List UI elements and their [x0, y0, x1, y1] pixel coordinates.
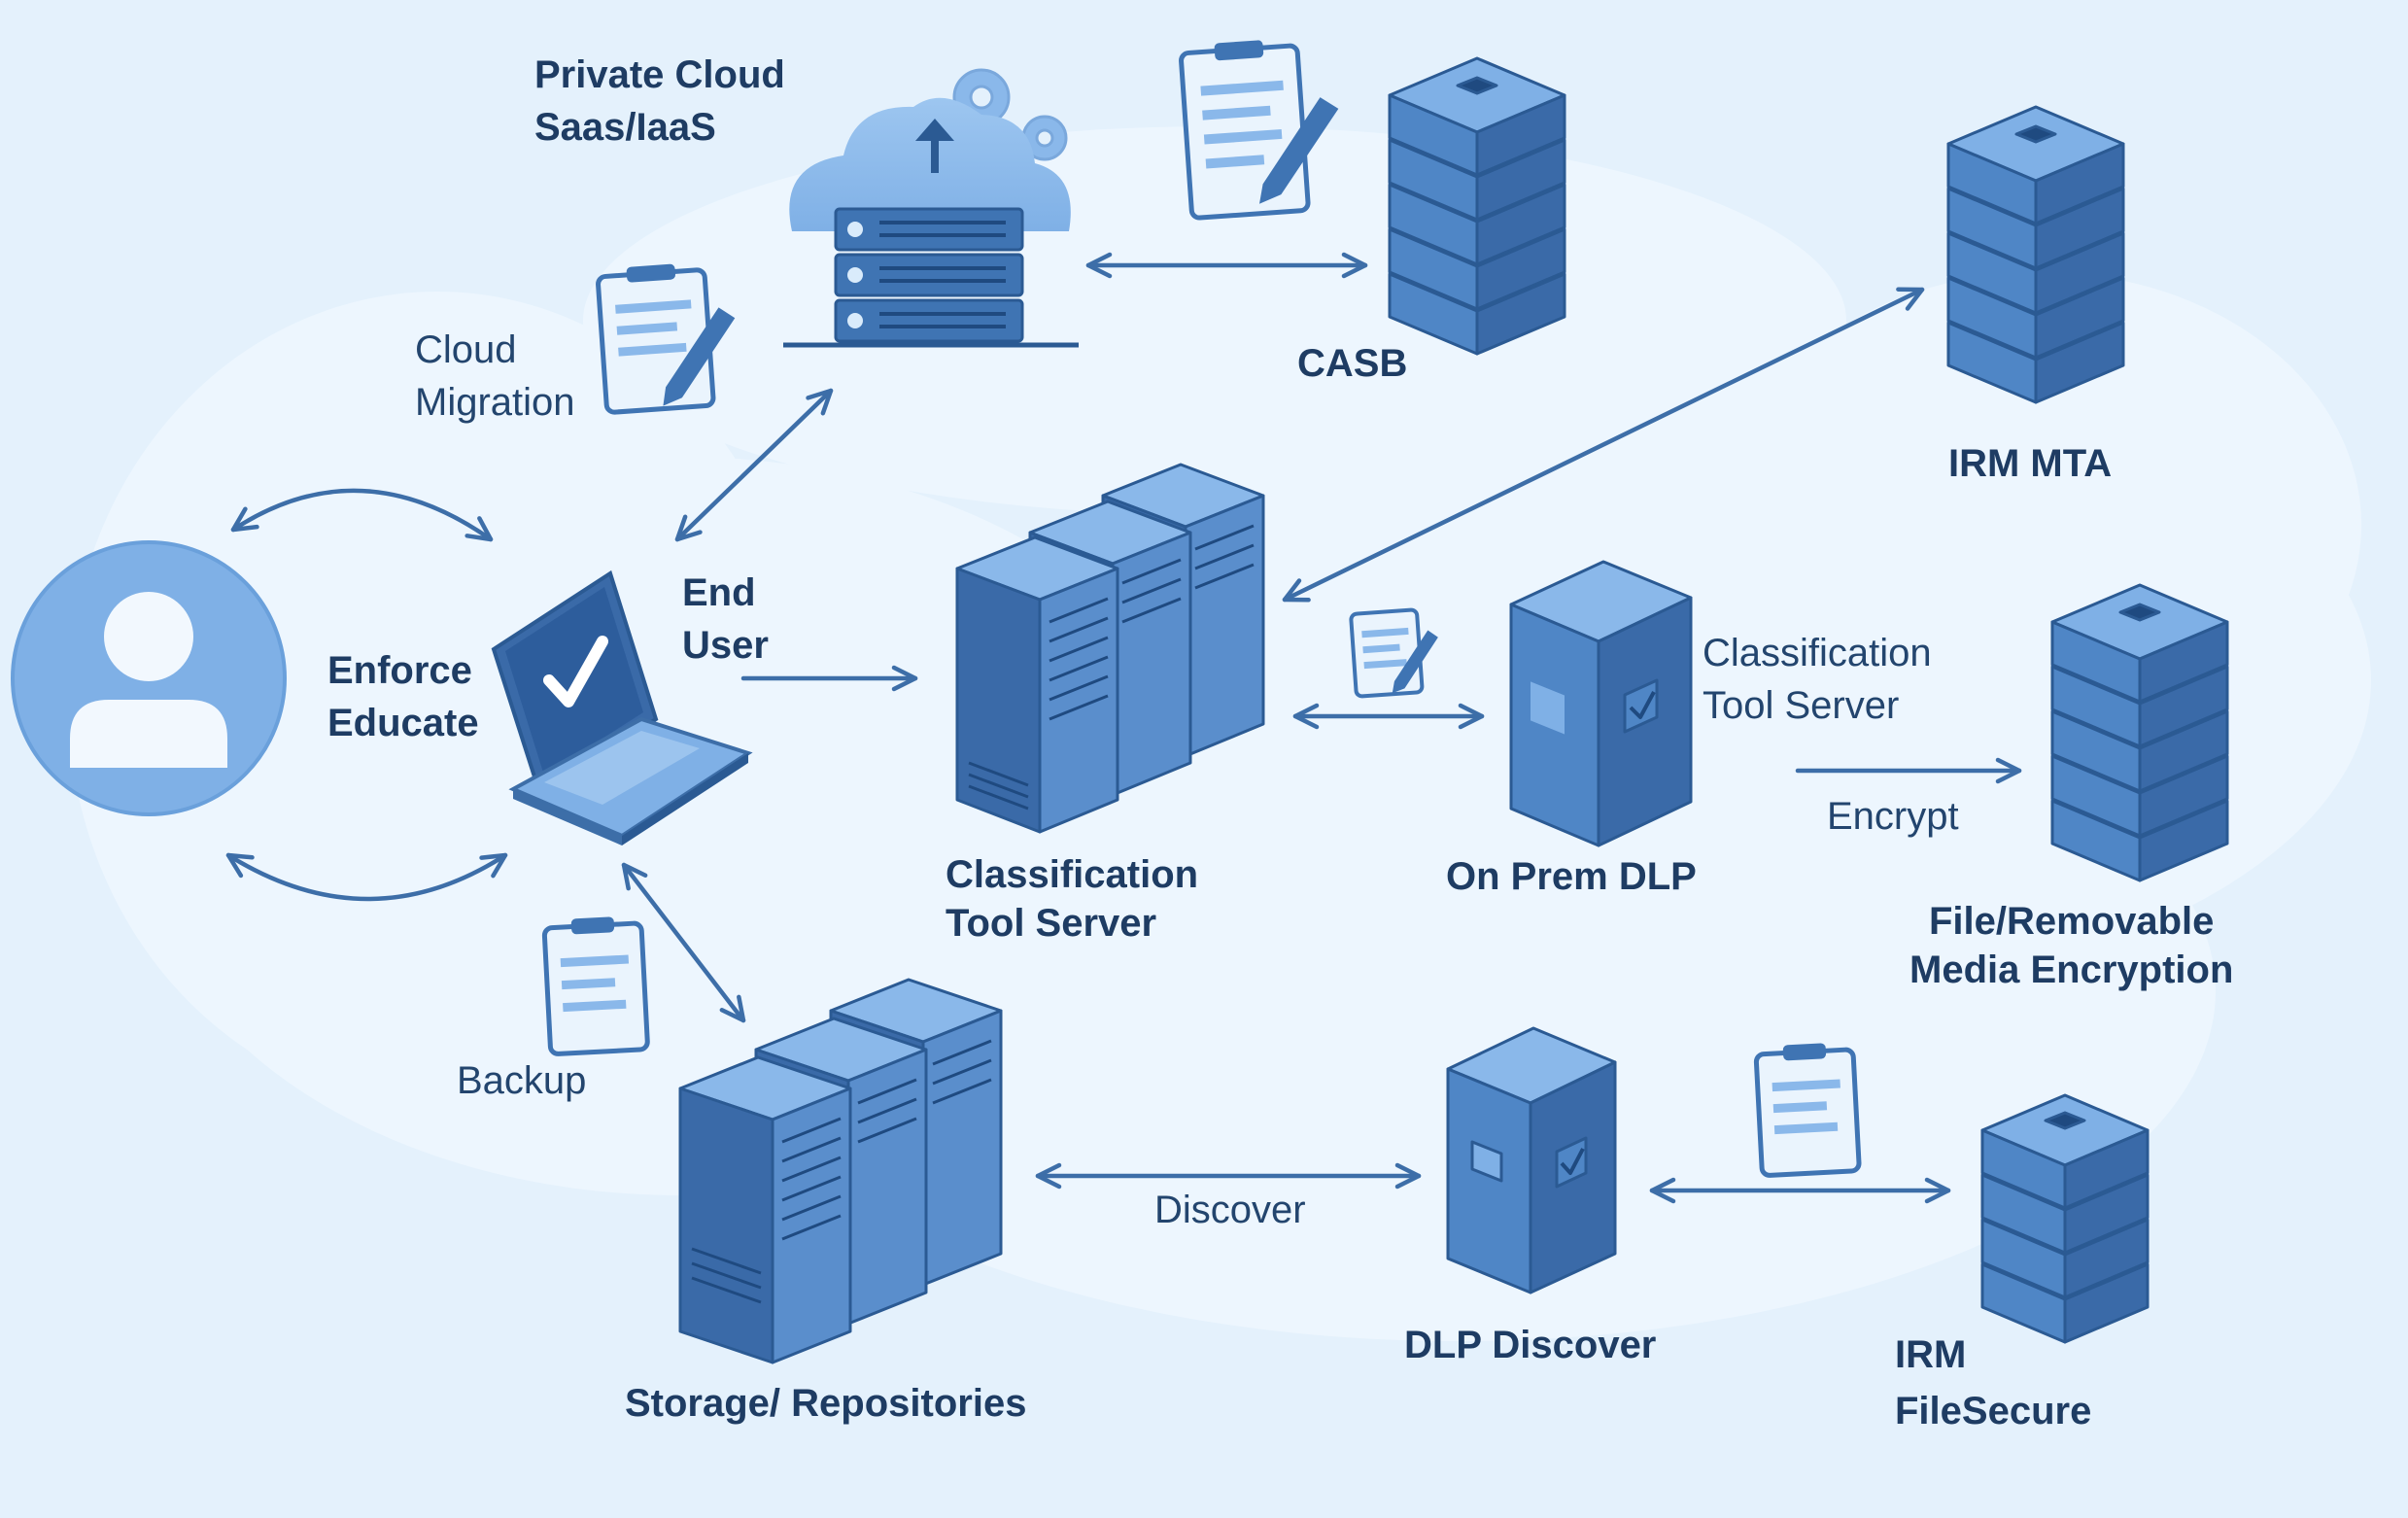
arrow-classification-irm-mta [1282, 287, 1925, 603]
dlp-discover-label: DLP Discover [1404, 1324, 1657, 1366]
connector-arrows [225, 252, 2022, 1204]
server-tower-icon [1446, 1026, 1617, 1294]
casb-label: CASB [1297, 342, 1408, 385]
cloud-server-icon [783, 68, 1079, 348]
on-prem-dlp-label: On Prem DLP [1446, 855, 1697, 898]
clipboard-icon [596, 263, 736, 415]
clipboard-icon [541, 916, 650, 1056]
irm-mta-label: IRM MTA [1948, 442, 2113, 485]
backup-label: Backup [457, 1059, 587, 1102]
arrow-laptop-cloud [674, 388, 834, 542]
server-stack-icon [2050, 583, 2229, 882]
server-rack-icon [678, 978, 1003, 1364]
storage-repositories-label: Storage/ Repositories [625, 1382, 1027, 1425]
user-avatar-icon [11, 540, 287, 816]
discover-label: Discover [1154, 1189, 1306, 1231]
server-stack-icon [1980, 1093, 2150, 1344]
arrow-user-laptop-bottom [225, 852, 508, 902]
server-stack-icon [1388, 56, 1566, 356]
clipboard-icon [1753, 1043, 1862, 1178]
arrow-user-laptop-top [230, 488, 494, 542]
encrypt-label: Encrypt [1827, 795, 1959, 838]
server-rack-icon [955, 463, 1265, 834]
clipboard-icon [1179, 40, 1339, 221]
server-tower-icon [1509, 560, 1693, 847]
laptop-check-icon [491, 569, 753, 845]
arrow-laptop-storage [621, 862, 746, 1023]
server-stack-icon [1946, 105, 2125, 404]
clipboard-icon [1349, 607, 1438, 699]
